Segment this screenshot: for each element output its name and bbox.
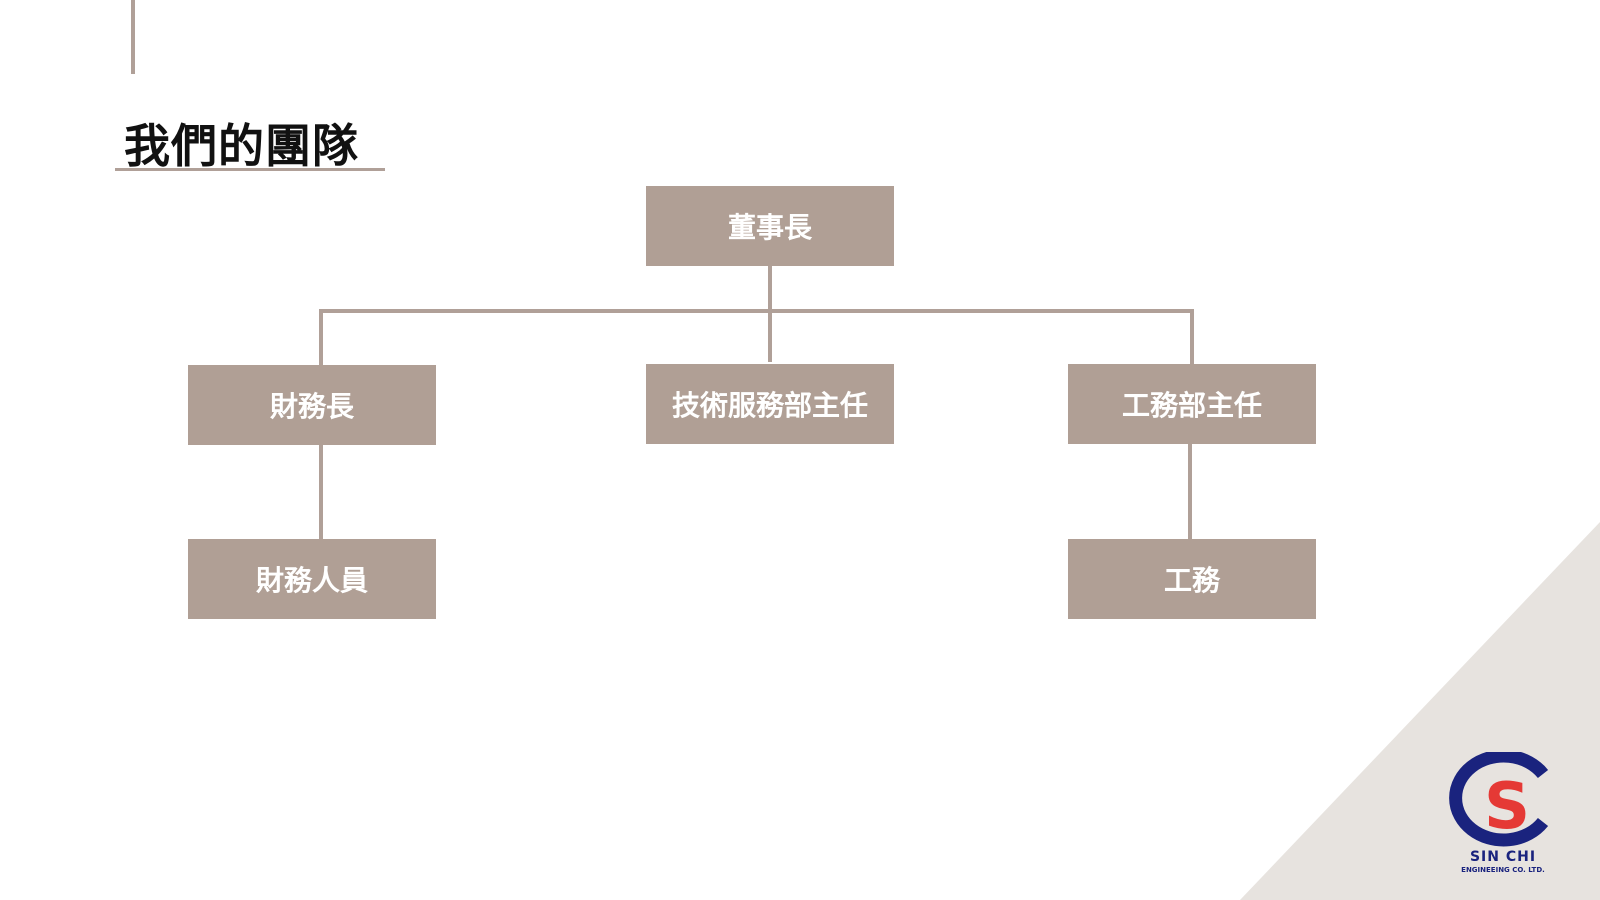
logo-mark: S (1449, 752, 1549, 847)
logo-subtitle: ENGINEEING CO. LTD. (1461, 866, 1545, 874)
org-box-engineering-staff: 工務 (1068, 539, 1316, 619)
org-box-tech-director: 技術服務部主任 (646, 364, 894, 444)
connector-left-drop (319, 309, 323, 365)
org-box-label: 財務長 (269, 390, 354, 423)
org-box-engineering-director: 工務部主任 (1068, 364, 1316, 444)
org-box-finance-staff: 財務人員 (188, 539, 436, 619)
logo-name: SIN CHI (1469, 849, 1537, 865)
org-box-label: 工務部主任 (1121, 389, 1262, 422)
title-underline (115, 168, 385, 171)
connector-cfo-down (319, 443, 323, 539)
org-box-label: 財務人員 (255, 564, 368, 597)
company-logo: S SIN CHI ENGINEEING CO. LTD. (1443, 752, 1563, 878)
page-title: 我們的團隊 (124, 119, 359, 173)
svg-text:S: S (1484, 770, 1530, 844)
connector-right-drop (1190, 309, 1194, 365)
connector-horizontal-bar (319, 309, 1194, 313)
org-box-chairman: 董事長 (646, 186, 894, 266)
org-box-label: 技術服務部主任 (671, 389, 868, 422)
connector-chairman-down (768, 266, 772, 362)
org-box-label: 工務 (1163, 564, 1220, 597)
accent-line (131, 0, 135, 74)
org-box-cfo: 財務長 (188, 365, 436, 445)
connector-engineering-down (1188, 443, 1192, 539)
org-box-label: 董事長 (727, 211, 812, 244)
